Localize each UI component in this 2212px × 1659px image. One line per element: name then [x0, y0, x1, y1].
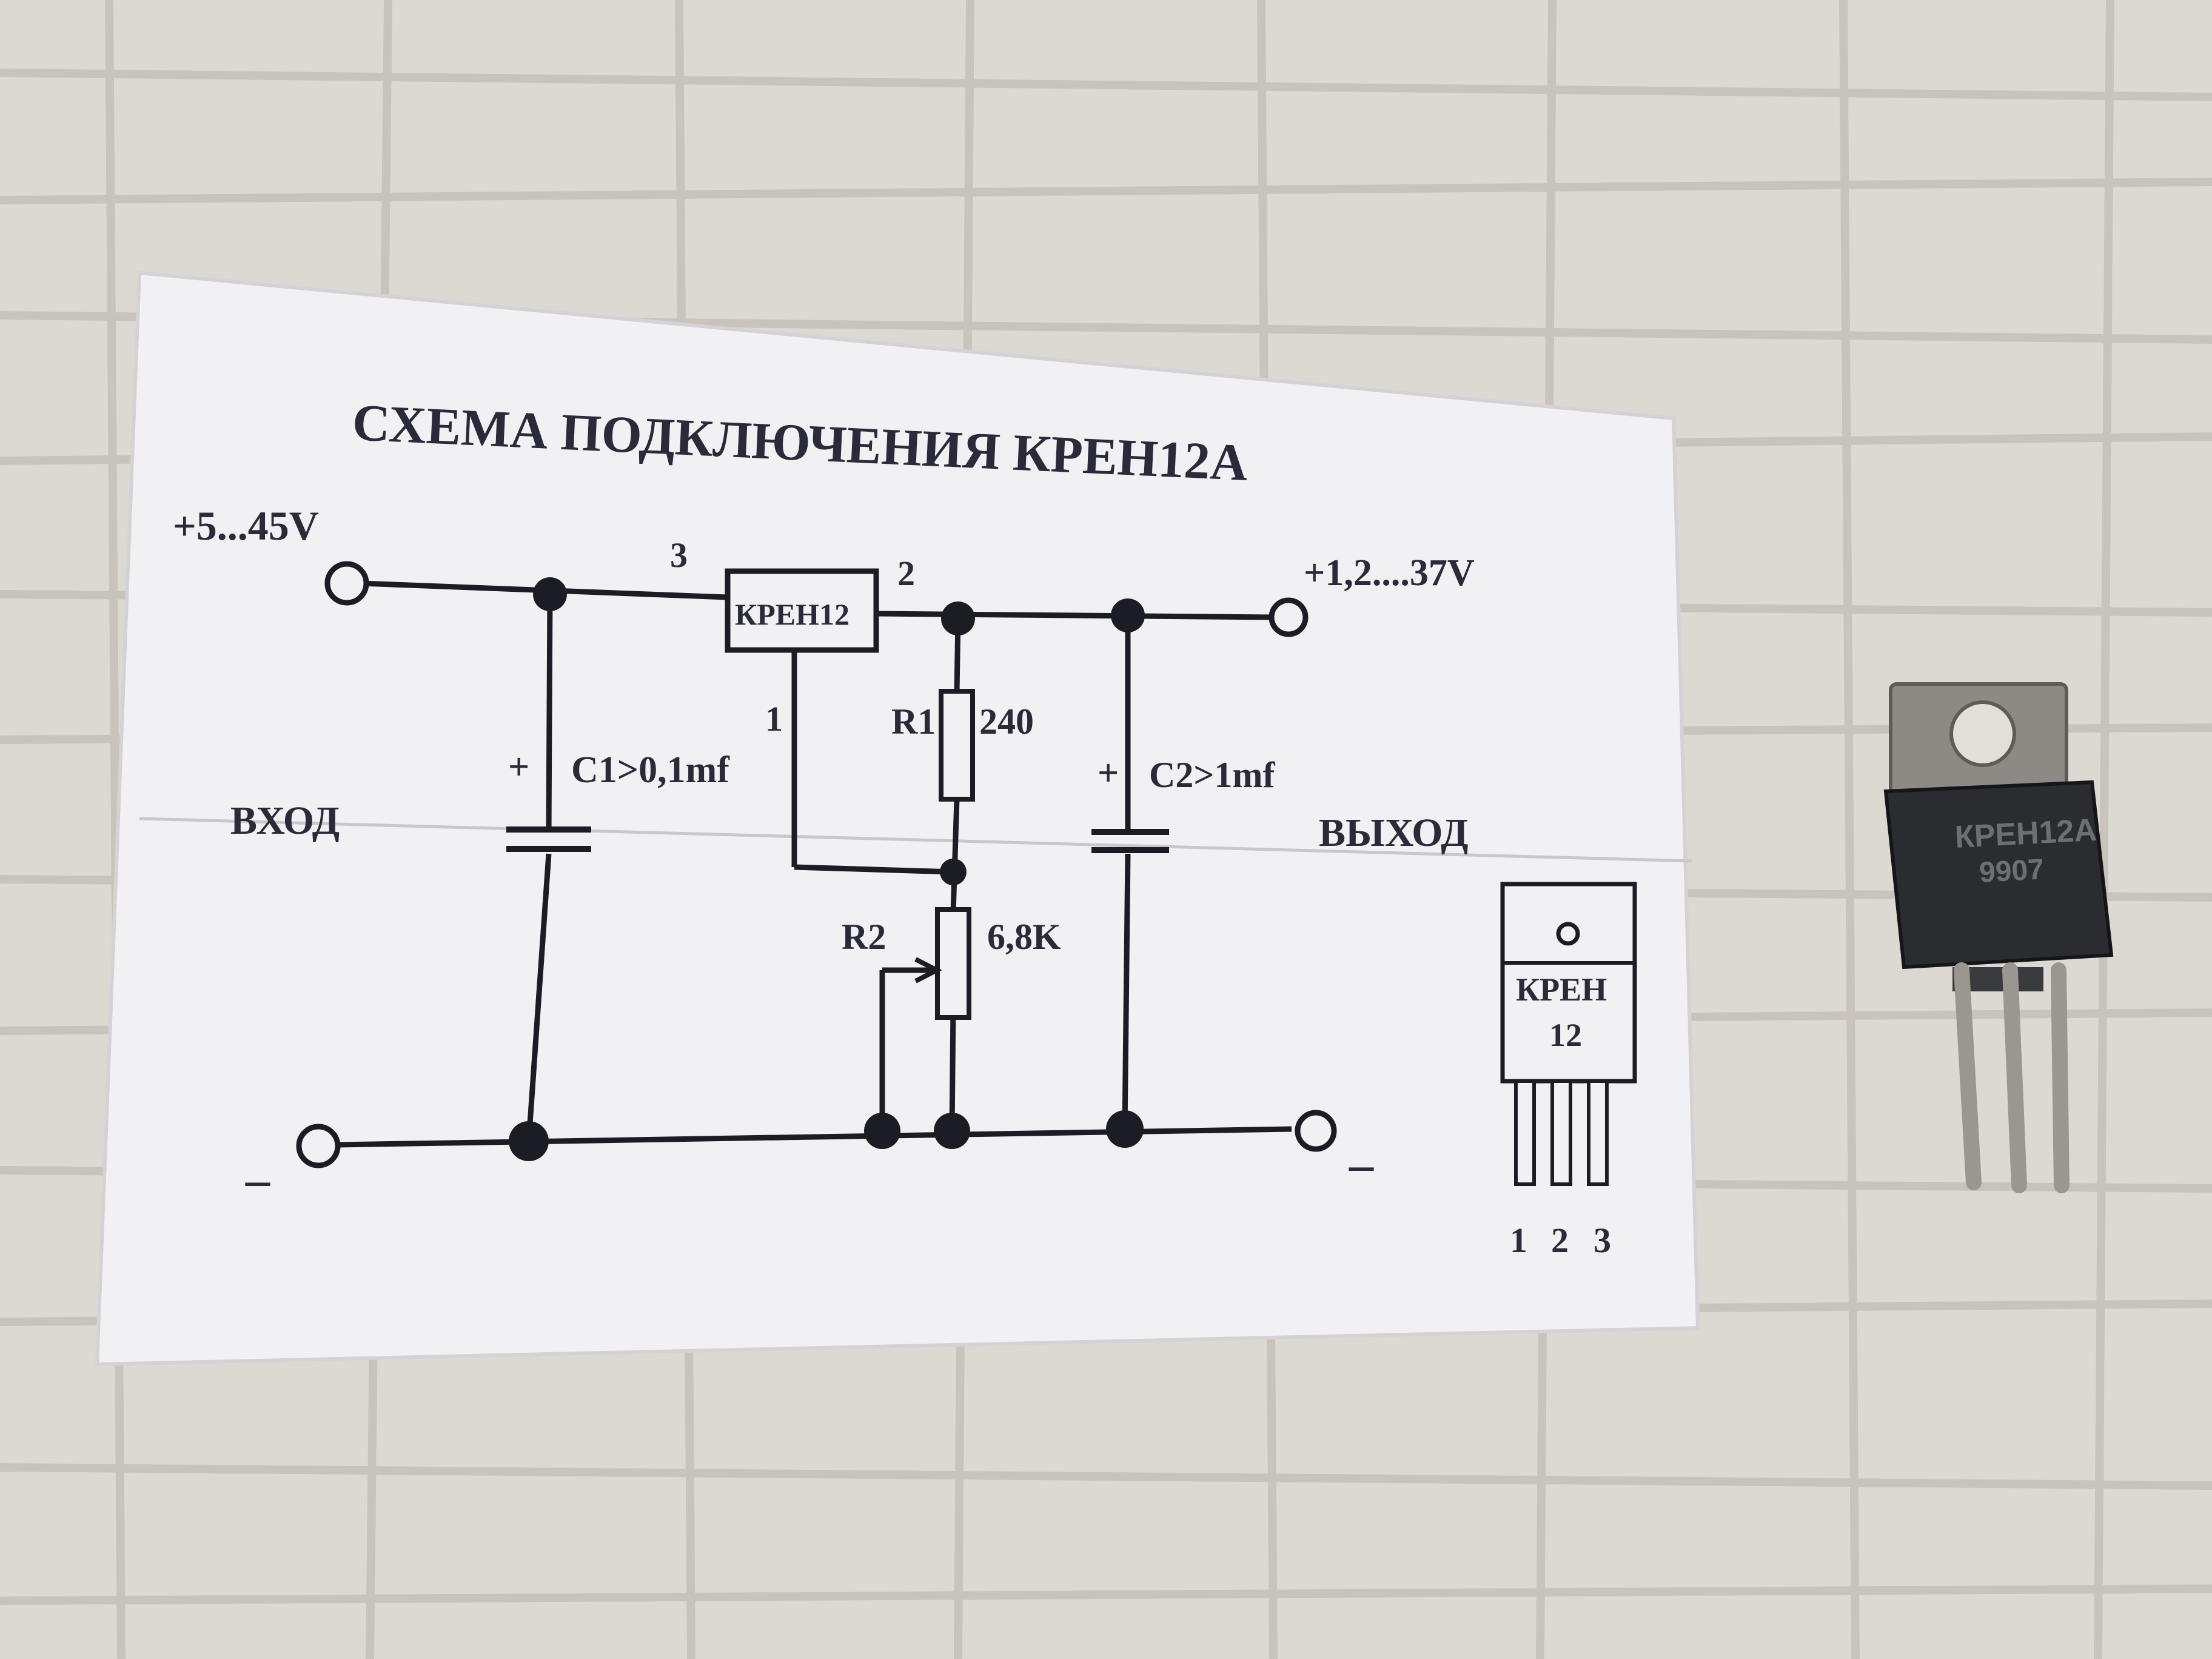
chip-marking-2: 9907 — [1979, 853, 2045, 889]
c1-label: C1>0,1mf — [571, 749, 730, 791]
regulator-component — [1883, 682, 2114, 1193]
junction-dots — [509, 577, 1145, 1161]
capacitor-c1 — [506, 826, 591, 852]
c1-plus: + — [508, 746, 529, 788]
regulator-symbol — [725, 568, 879, 653]
r2-name: R2 — [842, 917, 886, 957]
output-minus-sign: _ — [1349, 1122, 1374, 1175]
package-pin-2: 2 — [1551, 1221, 1569, 1260]
output-plus-terminal — [1269, 597, 1309, 637]
output-label: ВЫХОД — [1319, 811, 1469, 855]
paper-sheet — [95, 270, 1700, 1367]
pin3-label: 3 — [670, 535, 688, 575]
c2-plus: + — [1098, 752, 1119, 794]
package-pin-1: 1 — [1510, 1221, 1527, 1260]
package-label-1: КРЕН — [1516, 971, 1607, 1008]
r1-value: 240 — [979, 702, 1034, 742]
package-drawing — [1500, 882, 1637, 1186]
package-mount-hole — [1556, 922, 1580, 946]
regulator-label: КРЕН12 — [735, 597, 850, 631]
chip-marking-1: КРЕН12А — [1954, 813, 2098, 855]
tab-mount-hole — [1949, 700, 2016, 767]
pin2-label: 2 — [897, 554, 915, 593]
chip-body — [1883, 780, 2114, 970]
r1-name: R1 — [891, 702, 936, 742]
capacitor-c2 — [1091, 829, 1169, 853]
r2-value: 6,8K — [987, 917, 1061, 957]
output-voltage-label: +1,2....37V — [1304, 552, 1475, 594]
package-label-2: 12 — [1549, 1017, 1582, 1053]
input-voltage-label: +5...45V — [173, 503, 319, 549]
r2-wiper-arrow — [914, 957, 942, 984]
c2-label: C2>1mf — [1149, 755, 1276, 795]
input-minus-terminal — [296, 1124, 341, 1168]
chip-leads — [1954, 962, 2070, 1193]
resistor-r1 — [939, 689, 975, 802]
package-pin-3: 3 — [1594, 1221, 1611, 1260]
output-minus-terminal — [1295, 1110, 1337, 1152]
input-plus-terminal — [324, 561, 369, 606]
input-label: ВХОД — [230, 799, 340, 843]
input-minus-sign: _ — [245, 1137, 270, 1190]
paper-fold — [139, 817, 1692, 863]
pin1-label: 1 — [765, 699, 783, 739]
resistor-r2 — [935, 907, 971, 1020]
